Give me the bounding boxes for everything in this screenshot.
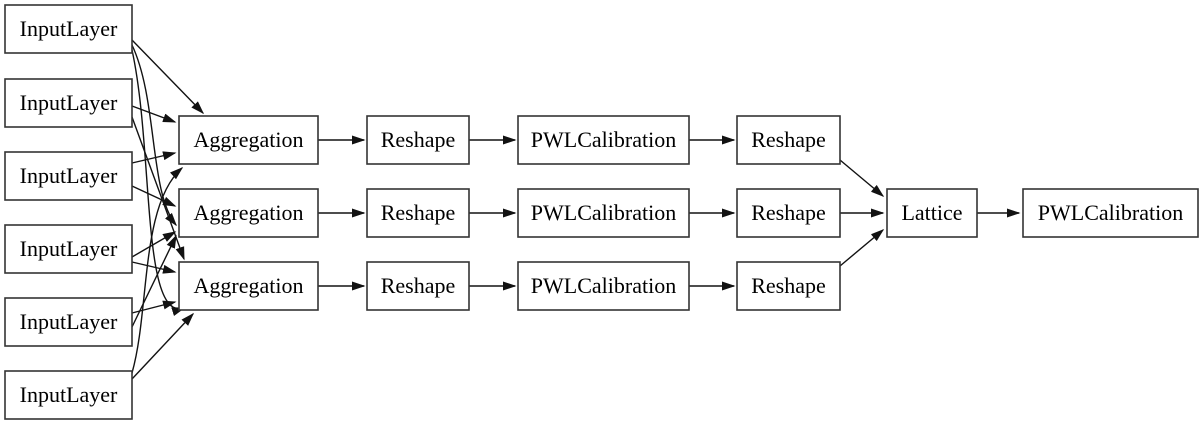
reshape-post-2-label: Reshape xyxy=(751,200,826,225)
inputlayer-4-box xyxy=(4,224,133,274)
output-pwlcalibration-box xyxy=(1022,188,1199,238)
node-inputlayer-2: InputLayer xyxy=(4,78,133,128)
inputlayer-4-label: InputLayer xyxy=(20,236,118,261)
lattice-box xyxy=(886,188,978,238)
reshape-pre-3-label: Reshape xyxy=(381,273,456,298)
edge-input4-aggregation3 xyxy=(131,261,177,274)
edge-input6-aggregation1 xyxy=(131,167,184,374)
reshape-pre-3-box xyxy=(366,261,470,311)
output-pwlcalibration-label: PWLCalibration xyxy=(1038,200,1183,225)
reshape-pre-1-box xyxy=(366,115,470,165)
node-reshape-post-2: Reshape xyxy=(736,188,841,238)
reshape-post-1-box xyxy=(736,115,841,165)
edge-input1-aggregation3 xyxy=(131,49,186,316)
inputlayer-1-box xyxy=(4,4,133,54)
node-reshape-post-3: Reshape xyxy=(736,261,841,311)
node-inputlayer-6: InputLayer xyxy=(4,370,133,420)
node-reshape-pre-1: Reshape xyxy=(366,115,470,165)
pwlcalibration-2-label: PWLCalibration xyxy=(531,200,676,225)
edge-input6-aggregation3 xyxy=(131,312,195,380)
inputlayer-1-label: InputLayer xyxy=(20,16,118,41)
node-pwlcalibration-2: PWLCalibration xyxy=(517,188,690,238)
node-inputlayer-5: InputLayer xyxy=(4,297,133,347)
edge-input1-aggregation1 xyxy=(131,39,205,115)
node-output-pwlcalibration: PWLCalibration xyxy=(1022,188,1199,238)
edges-input-to-aggregation xyxy=(131,39,205,380)
node-pwlcalibration-1: PWLCalibration xyxy=(517,115,690,165)
inputlayer-2-box xyxy=(4,78,133,128)
node-aggregation-1: Aggregation xyxy=(178,115,319,165)
aggregation-1-box xyxy=(178,115,319,165)
inputlayer-3-box xyxy=(4,151,133,201)
inputlayer-6-label: InputLayer xyxy=(20,382,118,407)
aggregation-1-label: Aggregation xyxy=(194,127,304,152)
node-pwlcalibration-3: PWLCalibration xyxy=(517,261,690,311)
node-lattice: Lattice xyxy=(886,188,978,238)
node-reshape-post-1: Reshape xyxy=(736,115,841,165)
reshape-post-1-label: Reshape xyxy=(751,127,826,152)
node-inputlayer-1: InputLayer xyxy=(4,4,133,54)
pwlcalibration-3-label: PWLCalibration xyxy=(531,273,676,298)
pwlcalibration-1-box xyxy=(517,115,690,165)
lattice-label: Lattice xyxy=(901,200,962,225)
node-aggregation-2: Aggregation xyxy=(178,188,319,238)
reshape-pre-2-label: Reshape xyxy=(381,200,456,225)
edge-input5-aggregation3 xyxy=(131,300,177,314)
pwlcalibration-1-label: PWLCalibration xyxy=(531,127,676,152)
edge-input3-aggregation1 xyxy=(131,151,177,164)
node-inputlayer-3: InputLayer xyxy=(4,151,133,201)
aggregation-2-box xyxy=(178,188,319,238)
edge-reshape3b-lattice xyxy=(839,229,885,267)
edge-input1-aggregation2 xyxy=(131,44,177,227)
inputlayer-2-label: InputLayer xyxy=(20,90,118,115)
inputlayer-6-box xyxy=(4,370,133,420)
reshape-post-3-label: Reshape xyxy=(751,273,826,298)
node-inputlayer-4: InputLayer xyxy=(4,224,133,274)
reshape-post-3-box xyxy=(736,261,841,311)
aggregation-3-label: Aggregation xyxy=(194,273,304,298)
reshape-post-2-box xyxy=(736,188,841,238)
aggregation-2-label: Aggregation xyxy=(194,200,304,225)
inputlayer-5-box xyxy=(4,297,133,347)
edges-pipeline xyxy=(318,135,1021,291)
edge-input2-aggregation3 xyxy=(131,116,185,261)
edge-input3-aggregation2 xyxy=(131,185,177,207)
inputlayer-5-label: InputLayer xyxy=(20,309,118,334)
edge-reshape1b-lattice xyxy=(839,159,885,197)
node-aggregation-3: Aggregation xyxy=(178,261,319,311)
node-reshape-pre-2: Reshape xyxy=(366,188,470,238)
node-reshape-pre-3: Reshape xyxy=(366,261,470,311)
inputlayer-3-label: InputLayer xyxy=(20,163,118,188)
reshape-pre-1-label: Reshape xyxy=(381,127,456,152)
pwlcalibration-3-box xyxy=(517,261,690,311)
aggregation-3-box xyxy=(178,261,319,311)
reshape-pre-2-box xyxy=(366,188,470,238)
pwlcalibration-2-box xyxy=(517,188,690,238)
edge-input2-aggregation1 xyxy=(131,105,177,123)
